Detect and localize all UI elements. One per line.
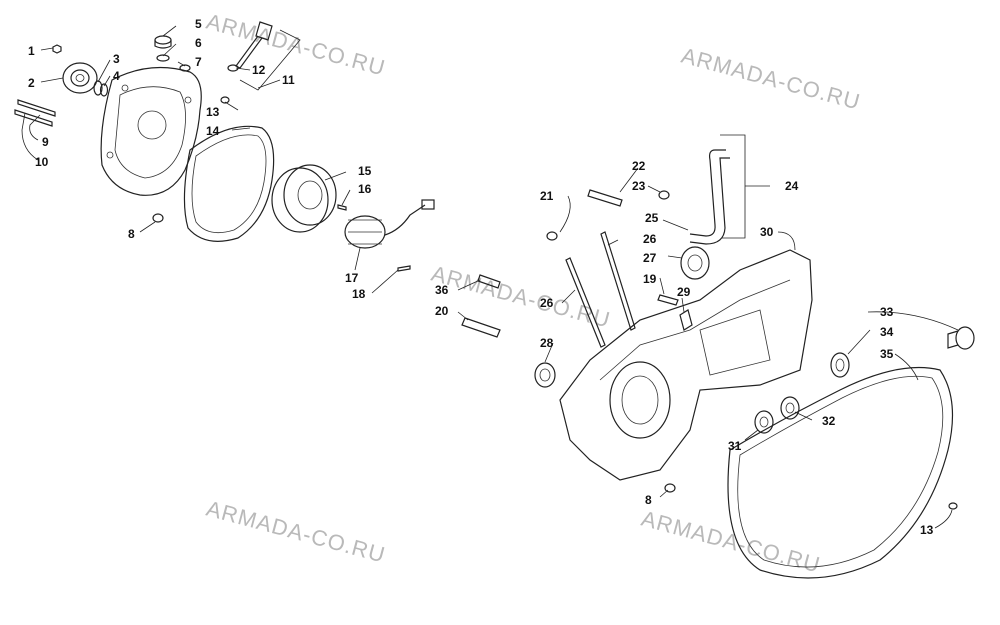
callout-19: 19 (643, 272, 657, 286)
part-flywheel-15 (271, 164, 337, 233)
part-studs-26 (565, 231, 636, 348)
part-crankcase-30 (559, 249, 813, 481)
callout-13-left: 13 (206, 105, 220, 119)
callout-26-left: 26 (540, 296, 554, 310)
part-plug-7 (179, 64, 191, 72)
callout-34: 34 (880, 325, 894, 339)
part-clip-23 (658, 190, 670, 200)
part-clip-21 (546, 231, 558, 241)
watermark-bottom-left: ARMADA-CO.RU (204, 496, 389, 568)
part-dowel-13-right (948, 502, 958, 510)
part-plug-8-left (152, 213, 164, 223)
part-dowel-13-left (220, 96, 230, 104)
watermark-top-right: ARMADA-CO.RU (679, 43, 864, 115)
part-gasket-14 (183, 125, 275, 242)
callout-7: 7 (195, 55, 202, 69)
callouts: 1 2 3 4 5 6 7 12 11 13 14 9 10 8 15 16 1… (28, 17, 934, 537)
callout-29: 29 (677, 285, 691, 299)
callout-35: 35 (880, 347, 894, 361)
callout-12: 12 (252, 63, 266, 77)
part-bolt-20 (461, 317, 501, 338)
callout-18: 18 (352, 287, 366, 301)
callout-33: 33 (880, 305, 894, 319)
callout-13-right: 13 (920, 523, 934, 537)
callout-26-right: 26 (643, 232, 657, 246)
part-seal-34 (830, 352, 850, 378)
part-screw-16 (337, 204, 347, 211)
part-screw-18 (397, 265, 411, 272)
callout-1: 1 (28, 44, 35, 58)
leader-lines (21, 25, 959, 529)
callout-17: 17 (345, 271, 359, 285)
watermarks: ARMADA-CO.RU ARMADA-CO.RU ARMADA-CO.RU A… (204, 9, 864, 578)
part-studs-9-10 (14, 99, 56, 127)
callout-20: 20 (435, 304, 449, 318)
callout-22: 22 (632, 159, 646, 173)
callout-31: 31 (728, 439, 742, 453)
part-bracket-29 (679, 309, 693, 331)
callout-15: 15 (358, 164, 372, 178)
callout-11: 11 (282, 73, 295, 87)
callout-21: 21 (540, 189, 554, 203)
callout-25: 25 (645, 211, 659, 225)
callout-9: 9 (42, 135, 49, 149)
part-bushing-33 (947, 326, 975, 350)
part-cover-plate-2 (62, 62, 98, 94)
callout-27: 27 (643, 251, 657, 265)
part-bolt-36 (477, 274, 501, 289)
callout-3: 3 (113, 52, 120, 66)
part-plug-8-right (664, 483, 676, 493)
part-seal-28 (534, 362, 556, 388)
part-breather-hose-24 (689, 149, 730, 245)
part-oil-filler-cap-5-6 (154, 35, 172, 62)
callout-6: 6 (195, 36, 202, 50)
part-seal-32 (780, 396, 800, 420)
callout-32: 32 (822, 414, 836, 428)
callout-14: 14 (206, 124, 220, 138)
part-seal-31 (754, 410, 774, 434)
callout-8-right: 8 (645, 493, 652, 507)
callout-10: 10 (35, 155, 49, 169)
callout-5: 5 (195, 17, 202, 31)
part-bolt-1 (52, 44, 62, 54)
part-bolt-22 (587, 189, 623, 207)
part-gasket-35 (727, 366, 954, 579)
callout-8-left: 8 (128, 227, 135, 241)
callout-2: 2 (28, 76, 35, 90)
callout-4: 4 (113, 69, 120, 83)
part-stator-17 (344, 199, 435, 249)
callout-23: 23 (632, 179, 646, 193)
callout-30: 30 (760, 225, 774, 239)
part-o-rings-3-4 (93, 80, 109, 97)
callout-24: 24 (785, 179, 799, 193)
part-bearing-27 (680, 246, 710, 280)
callout-28: 28 (540, 336, 554, 350)
part-bolt-19 (657, 294, 679, 306)
callout-16: 16 (358, 182, 372, 196)
callout-36: 36 (435, 283, 449, 297)
